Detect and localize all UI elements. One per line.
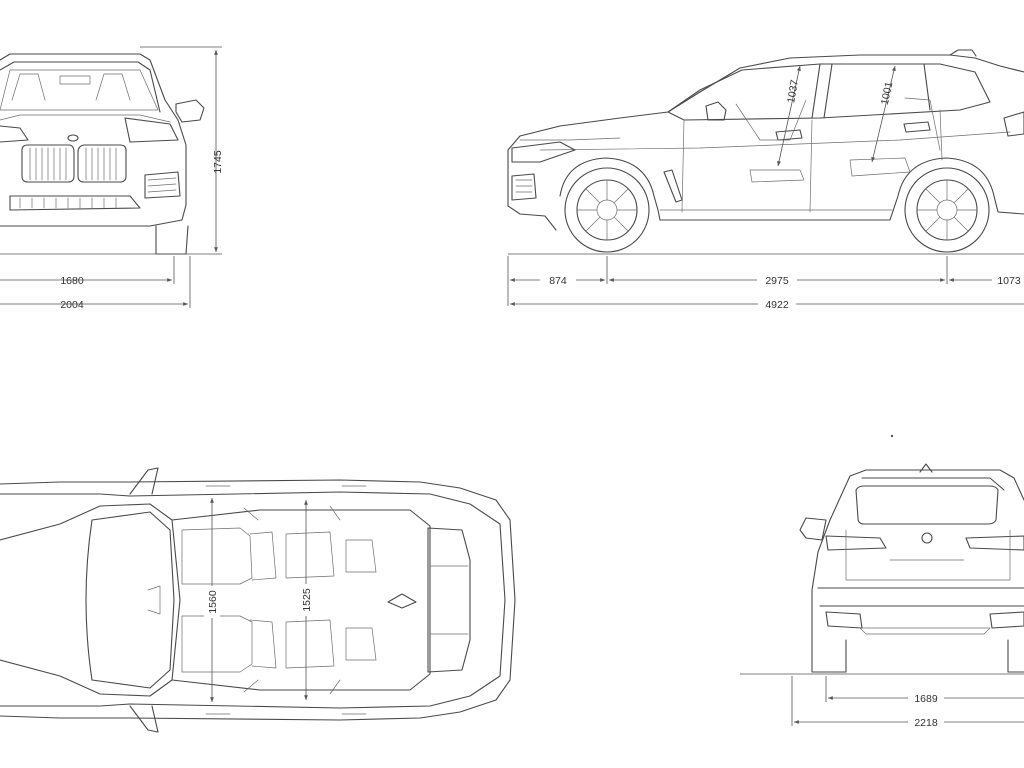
rear-width-label: 2218 — [914, 717, 938, 729]
rear-dimensions: 1689 2218 — [791, 676, 1024, 729]
elbow-rear-label: 1525 — [301, 588, 313, 612]
top-dimensions: 1560 1525 — [204, 498, 314, 702]
headroom-rear-label: 1001 — [879, 81, 896, 106]
rear-track-label: 1689 — [914, 693, 938, 705]
front-dimensions: 1745 1680 2004 — [0, 46, 224, 311]
front-overhang-label: 874 — [549, 275, 567, 287]
top-view — [0, 467, 516, 733]
side-length-dimensions: 874 2975 1073 4922 — [507, 256, 1024, 311]
wheelbase-label: 2975 — [765, 275, 789, 287]
front-view — [0, 53, 222, 255]
side-view — [507, 49, 1024, 255]
front-track-label: 1680 — [60, 275, 84, 287]
side-headroom-dimensions: 1037 1001 — [777, 65, 896, 167]
rear-view — [740, 434, 1024, 675]
front-width-label: 2004 — [60, 299, 84, 311]
headroom-front-label: 1037 — [785, 79, 801, 104]
front-height-label: 1745 — [212, 150, 224, 174]
elbow-front-label: 1560 — [207, 590, 219, 614]
length-label: 4922 — [765, 299, 789, 311]
rear-overhang-label: 1073 — [997, 275, 1021, 287]
